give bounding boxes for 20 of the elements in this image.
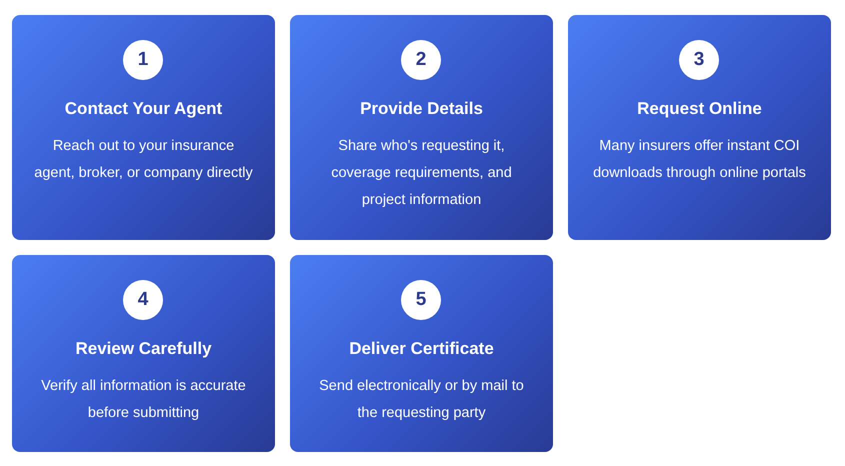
step-number: 4 [123, 280, 163, 320]
step-number: 2 [401, 40, 441, 80]
step-title: Contact Your Agent [64, 99, 224, 119]
step-title: Deliver Certificate [348, 339, 495, 359]
step-card [12, 15, 275, 240]
step-card [568, 15, 831, 240]
step-title: Request Online [636, 99, 763, 119]
step-description: Reach out to your insurance agent, broker, or company directly [34, 137, 253, 183]
step-number: 1 [123, 40, 163, 80]
step-number: 3 [679, 40, 719, 80]
step-card [290, 255, 553, 452]
step-card [12, 255, 275, 452]
step-description: Share who's requesting it, coverage requirements, and project information [330, 137, 513, 210]
step-description: Verify all information is accurate before submitting [40, 377, 247, 423]
step-description: Many insurers offer instant COI downloads through online portals [592, 137, 807, 183]
step-number: 5 [401, 280, 441, 320]
step-card [290, 15, 553, 240]
step-title: Provide Details [359, 99, 484, 119]
step-title: Review Carefully [74, 339, 213, 359]
step-description: Send electronically or by mail to the requesting party [318, 377, 525, 423]
